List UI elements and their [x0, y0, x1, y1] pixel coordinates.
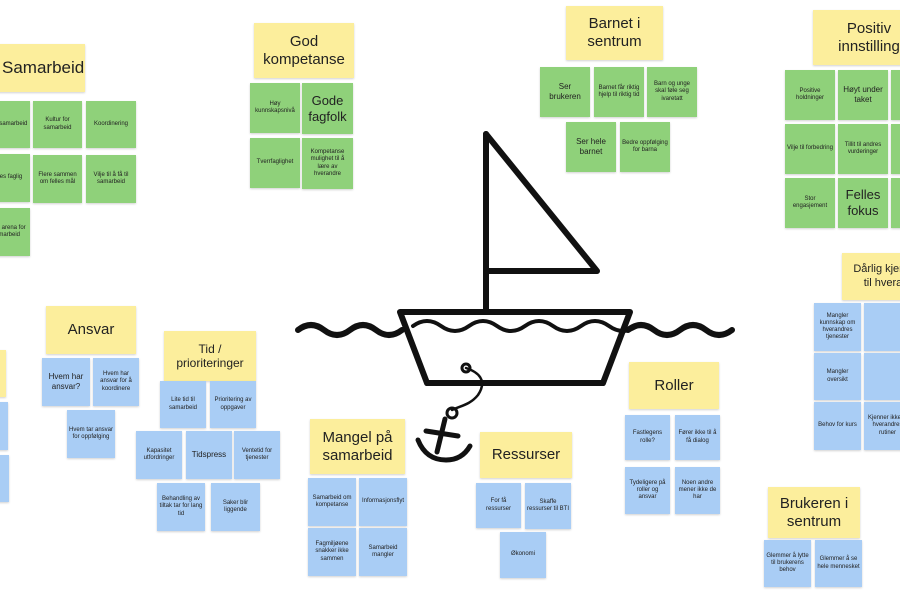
header-barnet[interactable]: Barnet i sentrum [566, 6, 663, 60]
note-barnet-1[interactable]: Ser brukeren [540, 67, 590, 117]
note-positiv-8[interactable]: Felles fokus [838, 178, 888, 228]
note-tid-5[interactable]: Ventetid for tjenester [234, 431, 280, 479]
header-kompetanse[interactable]: God kompetanse [254, 23, 354, 78]
header-brukeren[interactable]: Brukeren i sentrum [768, 487, 860, 538]
note-ressurser-2[interactable]: Skaffe ressurser til BTI [525, 483, 571, 529]
note-roller-2[interactable]: Fører ikke til å få dialog [675, 415, 720, 460]
note-tid-4[interactable]: Tidspress [186, 431, 232, 479]
note-tid-1[interactable]: Lite tid til samarbeid [160, 381, 206, 428]
note-barnet-2[interactable]: Barnet får riktig hjelp til riktig tid [594, 67, 644, 117]
sailboat-anchor-icon [295, 131, 735, 463]
note-kjennskap-1[interactable]: Mangler kunnskap om hverandres tjenester [814, 303, 861, 351]
note-brukeren-2[interactable]: Glemmer å se hele mennesket [815, 540, 862, 587]
sail [483, 131, 600, 274]
header-mangel[interactable]: Mangel på samarbeid [310, 419, 405, 474]
note-samarbeid-7[interactable]: Møte arena for samarbeid [0, 208, 30, 256]
note-mangel-1[interactable]: Samarbeid om kompetanse [308, 478, 356, 526]
note-positiv-2[interactable]: Høyt under taket [838, 70, 888, 120]
note-roller-3[interactable]: Tydeligere på roller og ansvar [625, 467, 670, 514]
hull [397, 309, 633, 386]
note-roller-4[interactable]: Noen andre mener ikke de har [675, 467, 720, 514]
hull-wave [411, 319, 639, 333]
anchor-ring [460, 362, 472, 374]
note-kjennskap-3[interactable]: Mangler oversikt [814, 353, 861, 400]
note-kjennskap-2[interactable] [864, 303, 900, 351]
note-ansvar-3[interactable]: Hvem tar ansvar for oppfølging [67, 410, 115, 458]
note-positiv-9[interactable] [891, 178, 900, 228]
note-far-left-1[interactable] [0, 402, 8, 450]
note-barnet-5[interactable]: Bedre oppfølging for barna [620, 122, 670, 172]
note-mangel-4[interactable]: Samarbeid mangler [359, 528, 407, 576]
wave-left [295, 322, 405, 338]
note-tid-6[interactable]: Behandling av tiltak tar for lang tid [157, 483, 205, 531]
note-positiv-3[interactable] [891, 70, 900, 120]
note-positiv-5[interactable]: Tillit til andres vurderinger [838, 124, 888, 174]
note-kjennskap-6[interactable]: Kjenner ikke til hverandres rutiner [864, 402, 900, 450]
anchor [415, 406, 473, 463]
header-roller[interactable]: Roller [629, 362, 719, 409]
note-positiv-4[interactable]: Vilje til forbedring [785, 124, 835, 174]
note-roller-1[interactable]: Fastlegens rolle? [625, 415, 670, 460]
note-mangel-3[interactable]: Fagmiljøene snakker ikke sammen [308, 528, 356, 576]
header-tid[interactable]: Tid / prioriteringer [164, 331, 256, 381]
note-samarbeid-4[interactable]: Ulikes faglig [0, 154, 30, 202]
note-tid-2[interactable]: Prioritering av oppgaver [210, 381, 256, 428]
header-kjennskap[interactable]: Dårlig kjennskap til hverandre [842, 253, 900, 300]
note-far-left-2[interactable] [0, 455, 9, 502]
note-samarbeid-2[interactable]: Kultur for samarbeid [33, 101, 82, 148]
note-ansvar-2[interactable]: Hvem har ansvar for å koordinere [93, 358, 139, 406]
note-kompetanse-4[interactable]: Kompetanse mulighet til å lære av hveran… [302, 138, 353, 189]
note-mangel-2[interactable]: Informasjonsflyt [359, 478, 407, 526]
note-ressurser-1[interactable]: For få ressurser [476, 483, 521, 528]
note-ansvar-1[interactable]: Hvem har ansvar? [42, 358, 90, 406]
note-samarbeid-1[interactable]: Godt samarbeid [0, 101, 30, 148]
header-positiv[interactable]: Positiv innstilling [813, 10, 900, 65]
anchor-chain [450, 366, 484, 412]
note-kompetanse-3[interactable]: Tverrfaglighet [250, 138, 300, 188]
note-samarbeid-3[interactable]: Koordinering [86, 101, 136, 148]
header-samarbeid[interactable]: Samarbeid [0, 44, 85, 92]
note-barnet-3[interactable]: Barn og unge skal føle seg ivaretatt [647, 67, 697, 117]
note-kjennskap-5[interactable]: Behov for kurs [814, 402, 861, 450]
note-ressurser-3[interactable]: Økonomi [500, 532, 546, 578]
header-ansvar[interactable]: Ansvar [46, 306, 136, 354]
note-tid-7[interactable]: Saker blir liggende [211, 483, 260, 531]
note-tid-3[interactable]: Kapasitet utfordringer [136, 431, 182, 479]
header-ressurser[interactable]: Ressurser [480, 432, 572, 478]
note-kompetanse-1[interactable]: Høy kunnskapsnivå [250, 83, 300, 133]
note-samarbeid-5[interactable]: Flere sammen om felles mål [33, 155, 82, 203]
note-barnet-4[interactable]: Ser hele barnet [566, 122, 616, 172]
note-kompetanse-2[interactable]: Gode fagfolk [302, 83, 353, 134]
note-kjennskap-4[interactable] [864, 353, 900, 400]
note-positiv-7[interactable]: Stor engasjement [785, 178, 835, 228]
note-positiv-6[interactable] [891, 124, 900, 174]
note-brukeren-1[interactable]: Glemmer å lytte til brukerens behov [764, 540, 811, 587]
header-far-left[interactable] [0, 350, 6, 397]
wave-right [625, 322, 735, 338]
note-samarbeid-6[interactable]: Vilje til å få til samarbeid [86, 155, 136, 203]
note-positiv-1[interactable]: Positive holdninger [785, 70, 835, 120]
